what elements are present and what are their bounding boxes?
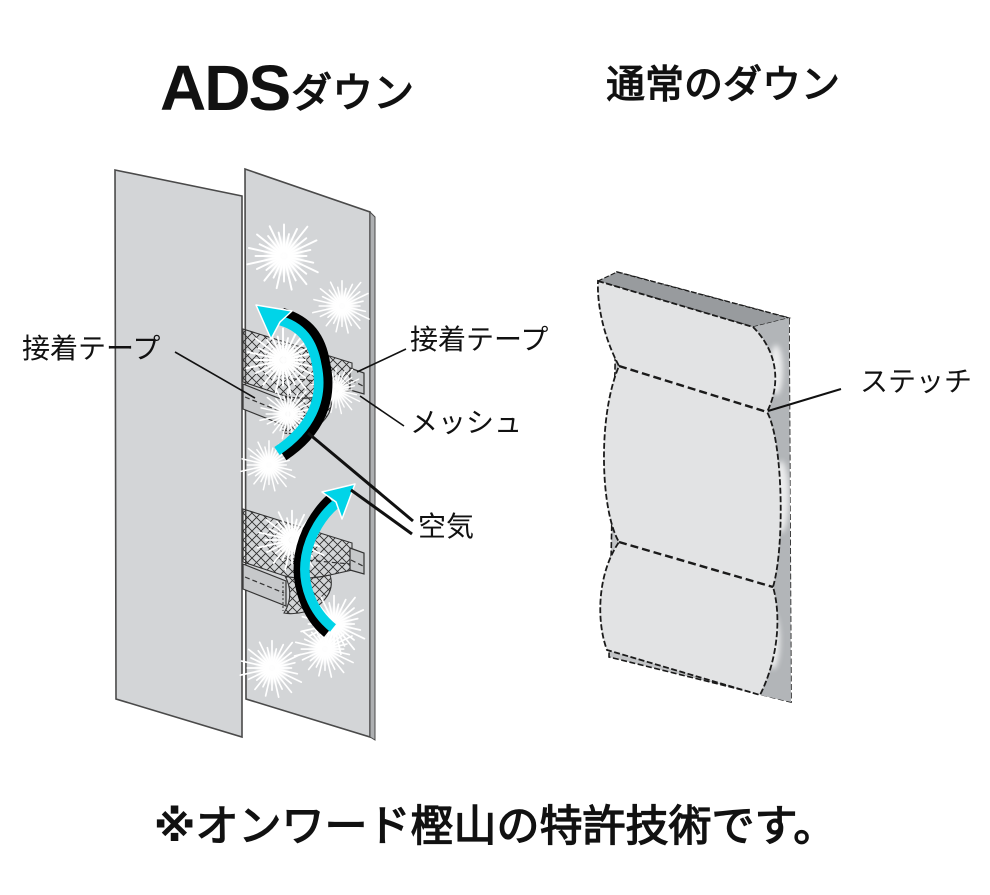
air-label: 空気: [418, 511, 475, 542]
leader-tape-left: [174, 351, 256, 399]
stitch-line-lower: [618, 540, 774, 589]
back-fabric-panel: [114, 169, 243, 739]
adhesive-tape-left-piece: [242, 563, 287, 607]
stitch-line-upper: [618, 364, 768, 414]
patent-footnote: ※オンワード樫山の特許技術です。: [153, 803, 837, 851]
tape-left-dashed-line: [244, 576, 285, 594]
adhesive-tape-label-right: 接着テープ: [410, 324, 549, 355]
leader-air-lower: [350, 488, 413, 536]
tape-right-dashed-line: [350, 559, 364, 567]
adhesive-tape-right-piece: [349, 547, 365, 575]
normal-down-title: 通常のダウン: [606, 64, 841, 107]
air-flow-arrow-upper-icon: [255, 304, 333, 461]
ads-down-illustration: [114, 167, 414, 741]
front-fabric-panel-edge: [369, 210, 376, 741]
ads-down-title-latin: ADS: [160, 52, 291, 124]
air-flow-arrow-lower-icon: [293, 483, 356, 637]
normal-down-illustration: [596, 270, 842, 704]
adhesive-tape-label-left: 接着テープ: [22, 333, 161, 364]
ads-down-title-jp: ダウン: [291, 69, 415, 116]
leader-stitch: [767, 388, 842, 412]
stitch-label: ステッチ: [860, 366, 973, 397]
mesh-label: メッシュ: [410, 407, 523, 438]
tape-right-dashed-line: [350, 379, 364, 387]
leader-tape-right: [356, 348, 407, 373]
leader-mesh: [359, 395, 405, 427]
front-quilt-face: [596, 279, 782, 697]
leader-air-upper: [307, 431, 414, 523]
